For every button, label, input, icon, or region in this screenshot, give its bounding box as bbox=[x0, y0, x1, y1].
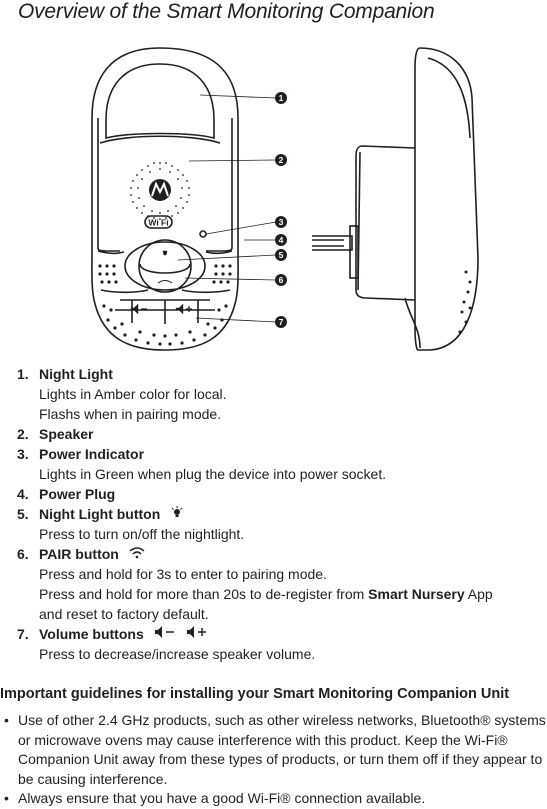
part-desc: and reset to factory default. bbox=[39, 606, 209, 622]
night-light-panel bbox=[107, 63, 161, 119]
bullet: • bbox=[4, 712, 9, 728]
volume-up-icon bbox=[186, 624, 208, 644]
part-number: 1. bbox=[17, 366, 29, 382]
callout-label-6: 6 bbox=[279, 275, 284, 285]
callout-line-2 bbox=[188, 159, 277, 162]
part-name: Power Plug bbox=[39, 486, 116, 502]
guidelines-heading: Important guidelines for installing your… bbox=[0, 686, 510, 702]
callout-label-5: 5 bbox=[279, 250, 284, 260]
night-light-inner bbox=[105, 63, 215, 140]
part-desc-text: Press and hold for more than 20s to de-r… bbox=[39, 586, 365, 602]
guideline-item: • Always ensure that you have a good Wi-… bbox=[0, 789, 547, 809]
wifi-badge-label: Wi Fi bbox=[148, 218, 168, 228]
part-desc-deregister: Press and hold for more than 20s to de-r… bbox=[17, 584, 542, 604]
part-item-night-light-button: 5. Night Light button Press to turn on/of… bbox=[17, 504, 542, 544]
wifi-icon bbox=[157, 280, 173, 284]
part-item-power-indicator: 3. Power Indicator Lights in Green when p… bbox=[17, 444, 542, 484]
volume-down-icon bbox=[130, 303, 139, 315]
part-desc: Press to decrease/increase speaker volum… bbox=[39, 646, 316, 662]
callout-label-1: 1 bbox=[279, 93, 284, 103]
part-desc: Press and hold for 3s to enter to pairin… bbox=[39, 566, 327, 582]
guidelines-list: • Use of other 2.4 GHz products, such as… bbox=[0, 711, 547, 809]
part-desc: Press to turn on/off the nightlight. bbox=[39, 526, 245, 542]
part-number: 3. bbox=[17, 446, 29, 462]
callout-label-3: 3 bbox=[279, 217, 284, 227]
part-item-pair-button: 6. PAIR button Press and hold for 3s to e… bbox=[17, 544, 542, 624]
callout-6 bbox=[275, 274, 287, 286]
lightbulb-icon bbox=[162, 250, 168, 256]
power-indicator-led bbox=[199, 230, 207, 238]
callout-line-5 bbox=[177, 254, 277, 261]
part-number: 5. bbox=[17, 506, 29, 522]
part-name: Night Light bbox=[39, 366, 113, 382]
callout-1 bbox=[275, 92, 287, 104]
part-item-power-plug: 4. Power Plug bbox=[17, 484, 542, 504]
device-illustration: Wi Fi 1 2 3 4 5 6 7 bbox=[91, 47, 479, 351]
part-item-night-light: 1. Night Light Lights in Amber color for … bbox=[17, 364, 542, 424]
callout-4 bbox=[275, 234, 287, 246]
app-name: Smart Nursery bbox=[368, 586, 465, 602]
guideline-item: • Use of other 2.4 GHz products, such as… bbox=[0, 711, 547, 789]
part-number: 7. bbox=[17, 626, 29, 642]
device-front-body bbox=[91, 47, 239, 351]
volume-down-icon bbox=[154, 624, 176, 644]
part-name: Volume buttons bbox=[39, 626, 144, 642]
part-desc-text: App bbox=[467, 586, 493, 602]
callout-2 bbox=[275, 154, 287, 166]
part-number: 2. bbox=[17, 426, 29, 442]
part-desc: Lights in Green when plug the device int… bbox=[39, 466, 387, 482]
callout-7 bbox=[275, 316, 287, 328]
callout-label-7: 7 bbox=[279, 317, 284, 327]
part-item-speaker: 2. Speaker bbox=[17, 424, 542, 444]
callout-label-4: 4 bbox=[279, 235, 284, 245]
part-item-volume-buttons: 7. Volume buttons Press to decrease/incre… bbox=[17, 624, 542, 664]
callout-label-2: 2 bbox=[279, 155, 284, 165]
callout-3 bbox=[275, 216, 287, 228]
part-name: Night Light button bbox=[39, 506, 161, 522]
motorola-logo-icon bbox=[149, 179, 171, 201]
page-title: Overview of the Smart Monitoring Compani… bbox=[18, 0, 435, 23]
device-figure: Wi Fi 1 2 3 4 5 6 7 bbox=[0, 38, 547, 363]
part-desc: Lights in Amber color for local. bbox=[39, 386, 227, 402]
callout-line-3 bbox=[205, 221, 277, 235]
callout-line-6 bbox=[184, 277, 277, 281]
power-plug bbox=[312, 235, 353, 251]
part-name: PAIR button bbox=[39, 546, 119, 562]
parts-list: 1. Night Light Lights in Amber color for … bbox=[17, 364, 542, 664]
part-number: 6. bbox=[17, 546, 29, 562]
lightbulb-icon bbox=[170, 504, 184, 524]
volume-up-icon bbox=[175, 303, 184, 315]
device-side-body bbox=[414, 47, 479, 351]
wifi-icon bbox=[129, 544, 145, 564]
speaker-grill bbox=[130, 162, 190, 220]
callout-line-1 bbox=[199, 94, 277, 99]
part-number: 4. bbox=[17, 486, 29, 502]
callout-line-7 bbox=[195, 317, 277, 323]
part-name: Power Indicator bbox=[39, 446, 145, 462]
guideline-text: Use of other 2.4 GHz products, such as o… bbox=[18, 712, 546, 787]
bullet: • bbox=[4, 790, 9, 806]
part-desc: Flashs when in pairing mode. bbox=[39, 406, 222, 422]
wifi-badge bbox=[144, 215, 173, 229]
guideline-text: Always ensure that you have a good Wi-Fi… bbox=[18, 790, 426, 806]
lower-grill bbox=[98, 264, 472, 346]
callout-5 bbox=[275, 249, 287, 261]
night-light-button bbox=[138, 239, 192, 293]
part-name: Speaker bbox=[39, 426, 94, 442]
